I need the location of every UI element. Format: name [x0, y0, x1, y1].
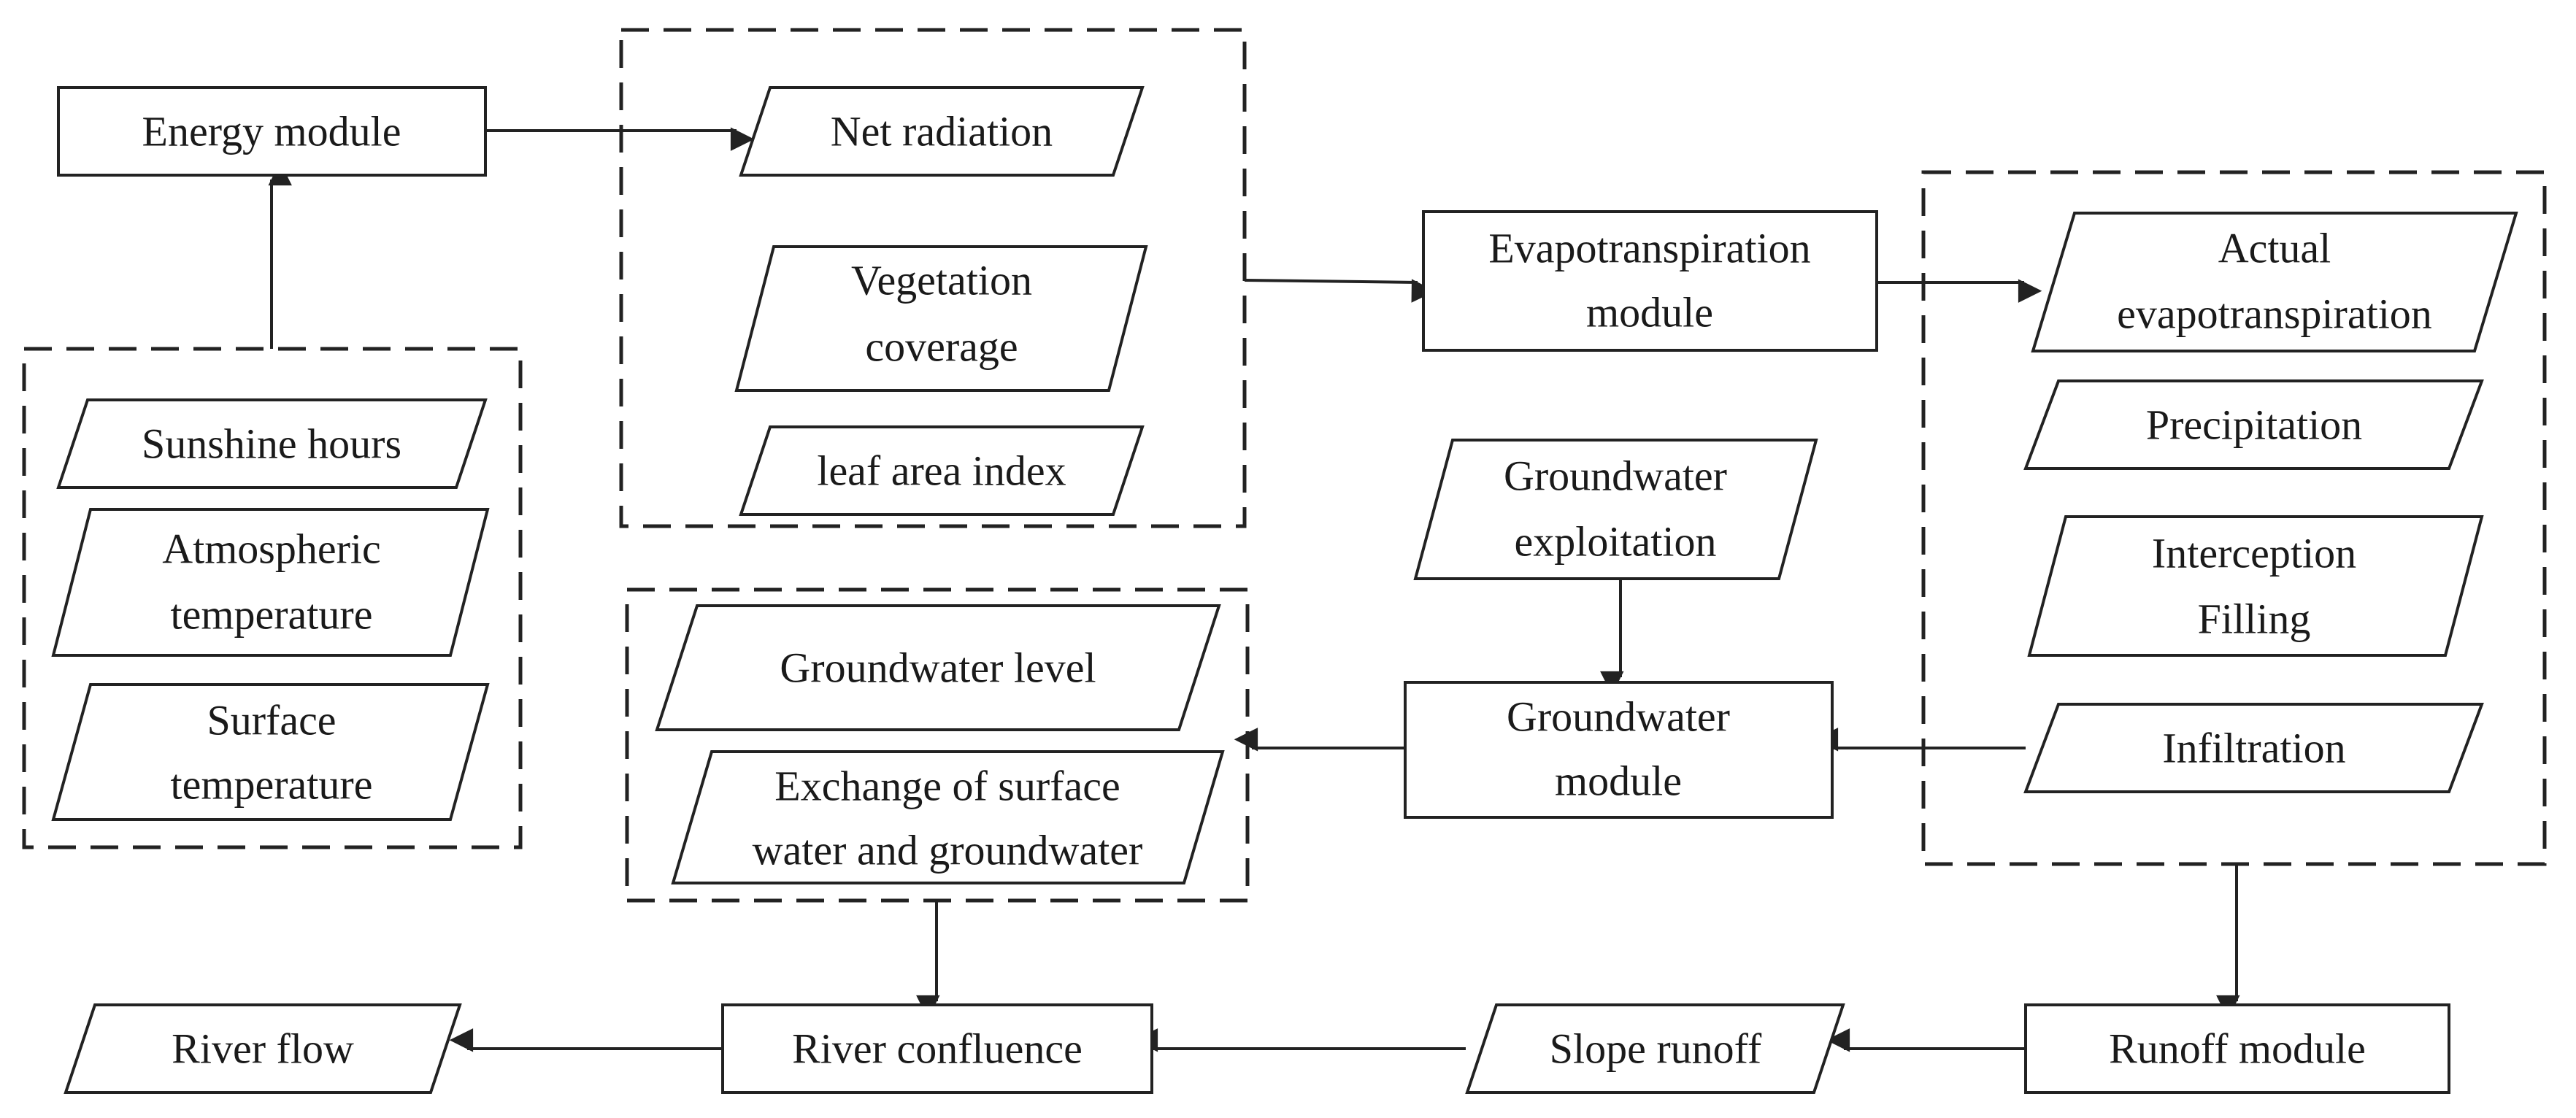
energy-module-label: Energy module	[142, 108, 401, 155]
runoff-module-box: Runoff module	[2024, 1003, 2450, 1094]
evapotranspiration-module-label-line1: Evapotranspiration	[1488, 225, 1810, 272]
interception-filling-label-line1: Interception	[2152, 530, 2356, 577]
actual-evapotranspiration-parallelogram: Actual evapotranspiration	[2031, 212, 2518, 352]
evapotranspiration-module-label-line2: module	[1586, 289, 1713, 336]
precipitation-label: Precipitation	[2146, 401, 2362, 449]
groundwater-exploitation-label-line1: Groundwater	[1504, 452, 1727, 500]
net-radiation-label: Net radiation	[831, 108, 1053, 155]
leaf-area-index-parallelogram: leaf area index	[739, 425, 1145, 516]
infiltration-label: Infiltration	[2162, 725, 2345, 772]
river-confluence-box: River confluence	[721, 1003, 1153, 1094]
leaf-area-index-label: leaf area index	[817, 447, 1066, 495]
surface-temperature-label-line1: Surface	[207, 697, 336, 744]
group-energy-outputs	[619, 28, 1247, 528]
group-meteorological-inputs	[22, 347, 523, 849]
groundwater-level-parallelogram: Groundwater level	[655, 604, 1221, 731]
net-radiation-parallelogram: Net radiation	[739, 86, 1145, 177]
exchange-surface-groundwater-parallelogram: Exchange of surface water and groundwate…	[671, 750, 1225, 884]
atmospheric-temperature-label-line1: Atmospheric	[162, 525, 381, 573]
surface-temperature-parallelogram: Surface temperature	[51, 683, 490, 821]
groundwater-level-label: Groundwater level	[780, 644, 1096, 692]
actual-evapotranspiration-label-line1: Actual	[2218, 225, 2331, 272]
atmospheric-temperature-parallelogram: Atmospheric temperature	[51, 508, 490, 657]
river-flow-parallelogram: River flow	[64, 1003, 462, 1094]
groundwater-exploitation-parallelogram: Groundwater exploitation	[1413, 439, 1818, 580]
slope-runoff-label: Slope runoff	[1550, 1025, 1762, 1073]
precipitation-parallelogram: Precipitation	[2023, 379, 2484, 470]
vegetation-coverage-parallelogram: Vegetation coverage	[734, 245, 1148, 392]
exchange-surface-groundwater-label-line2: water and groundwater	[753, 827, 1143, 874]
slope-runoff-parallelogram: Slope runoff	[1465, 1003, 1845, 1094]
exchange-surface-groundwater-label-line1: Exchange of surface	[774, 763, 1120, 810]
groundwater-module-label-line1: Groundwater	[1507, 693, 1730, 741]
groundwater-exploitation-label-line2: exploitation	[1514, 518, 1716, 566]
atmospheric-temperature-label-line2: temperature	[171, 591, 373, 639]
actual-evapotranspiration-label-line2: evapotranspiration	[2117, 290, 2432, 338]
evapotranspiration-module-box: Evapotranspiration module	[1422, 210, 1878, 352]
interception-filling-parallelogram: Interception Filling	[2027, 515, 2484, 657]
infiltration-parallelogram: Infiltration	[2023, 703, 2484, 793]
river-flow-label: River flow	[172, 1025, 354, 1073]
edge-energy-outputs-to-evapotranspiration	[1244, 279, 1436, 303]
energy-module-box: Energy module	[57, 86, 487, 177]
vegetation-coverage-label-line1: Vegetation	[851, 257, 1032, 304]
groundwater-module-box: Groundwater module	[1404, 681, 1834, 819]
group-water-balance-terms	[1921, 170, 2547, 866]
runoff-module-label: Runoff module	[2109, 1025, 2366, 1073]
sunshine-hours-parallelogram: Sunshine hours	[56, 398, 488, 489]
vegetation-coverage-label-line2: coverage	[865, 323, 1018, 371]
river-confluence-label: River confluence	[792, 1025, 1083, 1073]
groundwater-module-label-line2: module	[1555, 757, 1682, 805]
surface-temperature-label-line2: temperature	[171, 761, 373, 809]
interception-filling-label-line2: Filling	[2198, 595, 2311, 643]
sunshine-hours-label: Sunshine hours	[142, 420, 401, 468]
